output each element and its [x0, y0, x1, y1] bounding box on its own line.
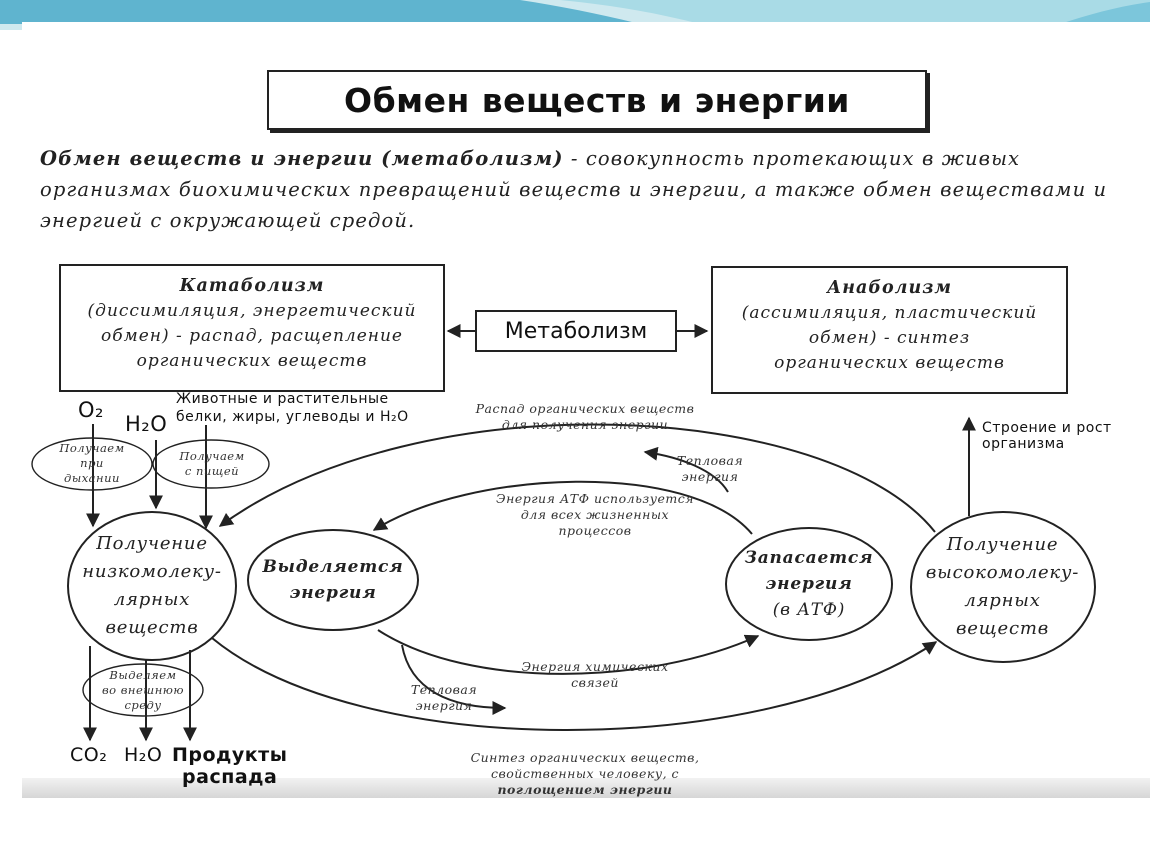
oval-food	[152, 439, 270, 489]
catabolism-line-2: обмен) - распад, расщепление	[100, 326, 403, 346]
label-synthesis-line: Синтез органических веществ, свойственны…	[470, 750, 700, 781]
node-low-molecular: Получение низкомолеку- лярных веществ	[82, 533, 222, 638]
label-atp-use: Энергия АТФ используется для всех жизнен…	[496, 491, 694, 538]
arc-heat-top	[643, 446, 729, 493]
label-h2o-out: H₂O	[124, 744, 163, 766]
arc-decay	[218, 423, 936, 533]
node-storage-atp: (в АТФ)	[772, 600, 846, 620]
slide-top-decoration	[0, 0, 1150, 30]
title-box: Обмен веществ и энергии	[267, 70, 927, 130]
node-store-circle	[725, 527, 893, 641]
label-synthesis: Синтез органических веществ, свойственны…	[450, 734, 720, 798]
node-release-circle	[247, 529, 419, 631]
definition-text: - совокупность протекающих в живых орган…	[40, 147, 1108, 232]
label-release-env: Выделяем во внешнюю среду	[101, 668, 185, 712]
oval-release-env	[82, 663, 204, 717]
anabolism-box: Анаболизм (ассимиляция, пластический обм…	[711, 266, 1068, 394]
node-energy-storage: Запасается энергия (в АТФ)	[726, 528, 892, 640]
node-high-circle	[910, 511, 1096, 663]
node-energy-release: Выделяется энергия	[262, 557, 404, 603]
label-heat-bottom: Тепловая энергия	[410, 682, 478, 713]
scanned-page	[22, 22, 1150, 797]
definition-paragraph: Обмен веществ и энергии (метаболизм) - с…	[40, 143, 1125, 236]
node-low-circle	[67, 511, 237, 661]
arc-heat-bottom	[401, 644, 507, 715]
label-chem-bonds: Энергия химических связей	[521, 659, 669, 690]
label-o2: O₂	[78, 398, 104, 422]
catabolism-box: Катаболизм (диссимиляция, энергетический…	[59, 264, 445, 392]
metabolism-box: Метаболизм	[475, 310, 677, 352]
label-growth: Строение и рост организма	[982, 420, 1112, 452]
anabolism-title: Анаболизм	[827, 278, 952, 298]
anabolism-line-1: (ассимиляция, пластический	[741, 303, 1038, 323]
arc-synthesis	[211, 637, 938, 731]
page-title: Обмен веществ и энергии	[344, 80, 850, 120]
arc-atp-use	[372, 480, 753, 535]
label-breath: Получаем при дыхании	[59, 441, 125, 485]
label-decay: Распад органических веществ для получени…	[475, 401, 695, 432]
label-food-source: Животные и растительные белки, жиры, угл…	[176, 391, 409, 425]
catabolism-title: Катаболизм	[179, 276, 325, 296]
oval-breath	[31, 437, 153, 491]
arc-chem-bonds	[377, 629, 760, 675]
label-synthesis-absorb: поглощением энергии	[497, 782, 673, 797]
definition-term: Обмен веществ и энергии (метаболизм)	[40, 147, 564, 170]
node-storage-title: Запасается энергия	[744, 548, 874, 594]
node-high-molecular: Получение высокомолеку- лярных веществ	[925, 534, 1080, 639]
label-co2: CO₂	[70, 744, 108, 766]
label-decay-products: Продукты распада	[172, 744, 288, 788]
label-h2o-in: H₂O	[125, 412, 168, 436]
label-with-food: Получаем с пищей	[179, 449, 245, 478]
label-heat-top: Тепловая энергия	[676, 453, 744, 484]
anabolism-line-3: органических веществ	[774, 353, 1005, 373]
anabolism-line-2: обмен) - синтез	[808, 328, 971, 348]
scan-bottom-band	[22, 778, 1150, 798]
catabolism-line-3: органических веществ	[136, 351, 368, 371]
catabolism-line-1: (диссимиляция, энергетический	[87, 301, 417, 321]
